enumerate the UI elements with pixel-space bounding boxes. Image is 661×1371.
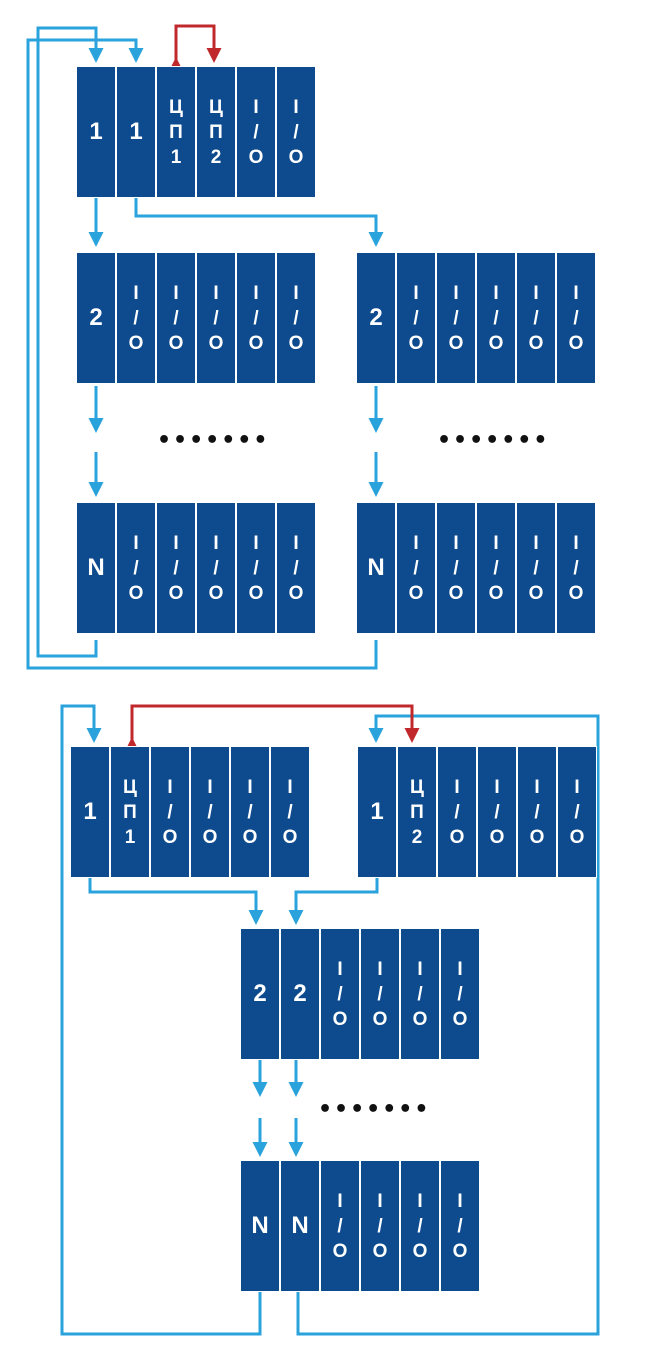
rack-number: 2: [76, 252, 116, 384]
io-module: I/O: [400, 1160, 440, 1292]
io-module: I/O: [156, 502, 196, 634]
io-module: I/O: [320, 1160, 360, 1292]
io-module: I/O: [196, 502, 236, 634]
io-module: I/O: [437, 746, 477, 878]
io-module: I/O: [360, 1160, 400, 1292]
io-module: I/O: [236, 66, 276, 198]
io-module: I/O: [516, 252, 556, 384]
io-module: I/O: [556, 502, 596, 634]
link-line: [60, 704, 262, 1336]
branch-rack-left: 2 I/O I/O I/O I/O I/O: [76, 252, 316, 384]
io-module: I/O: [396, 502, 436, 634]
cpu-sync-line: [124, 704, 420, 752]
rack-number: 2: [280, 928, 320, 1060]
cpu-sync-line: [168, 24, 222, 72]
io-module: I/O: [557, 746, 597, 878]
io-module: I/O: [276, 66, 316, 198]
io-module: I/O: [150, 746, 190, 878]
link-line: [134, 198, 384, 247]
io-module: I/O: [360, 928, 400, 1060]
io-module: I/O: [116, 502, 156, 634]
last-rack-left: N I/O I/O I/O I/O I/O: [76, 502, 316, 634]
io-module: I/O: [476, 502, 516, 634]
io-module: I/O: [436, 502, 476, 634]
link-line: [36, 26, 104, 658]
shared-rack: 2 2 I/O I/O I/O I/O: [240, 928, 480, 1060]
rack-number: N: [356, 502, 396, 634]
io-module: I/O: [320, 928, 360, 1060]
io-module: I/O: [230, 746, 270, 878]
shared-last-rack: N N I/O I/O I/O I/O: [240, 1160, 480, 1292]
io-module: I/O: [516, 502, 556, 634]
link-line: [26, 38, 378, 670]
io-module: I/O: [270, 746, 310, 878]
rack-number: 2: [356, 252, 396, 384]
io-module: I/O: [517, 746, 557, 878]
io-module: I/O: [396, 252, 436, 384]
io-module: I/O: [276, 252, 316, 384]
rack-number: 1: [357, 746, 397, 878]
io-module: I/O: [236, 252, 276, 384]
io-module: I/O: [476, 252, 516, 384]
io-module: I/O: [236, 502, 276, 634]
rack-number: 2: [240, 928, 280, 1060]
rack-number: N: [76, 502, 116, 634]
last-rack-right: N I/O I/O I/O I/O I/O: [356, 502, 596, 634]
rack-number: N: [280, 1160, 320, 1292]
io-module: I/O: [440, 928, 480, 1060]
link-line: [88, 878, 264, 925]
ellipsis: •••••••: [318, 1097, 431, 1122]
io-module: I/O: [440, 1160, 480, 1292]
link-line: [296, 714, 600, 1336]
branch-rack-right: 2 I/O I/O I/O I/O I/O: [356, 252, 596, 384]
io-module: I/O: [190, 746, 230, 878]
rack-number: N: [240, 1160, 280, 1292]
ellipsis: •••••••: [157, 428, 270, 453]
io-module: I/O: [436, 252, 476, 384]
io-module: I/O: [196, 252, 236, 384]
io-module: I/O: [477, 746, 517, 878]
io-module: I/O: [556, 252, 596, 384]
io-module: I/O: [400, 928, 440, 1060]
ellipsis: •••••••: [437, 428, 550, 453]
link-line: [288, 878, 379, 925]
rack-number: 1: [70, 746, 110, 878]
rack-number: 1: [116, 66, 156, 198]
io-module: I/O: [276, 502, 316, 634]
rack-number: 1: [76, 66, 116, 198]
io-module: I/O: [116, 252, 156, 384]
io-module: I/O: [156, 252, 196, 384]
